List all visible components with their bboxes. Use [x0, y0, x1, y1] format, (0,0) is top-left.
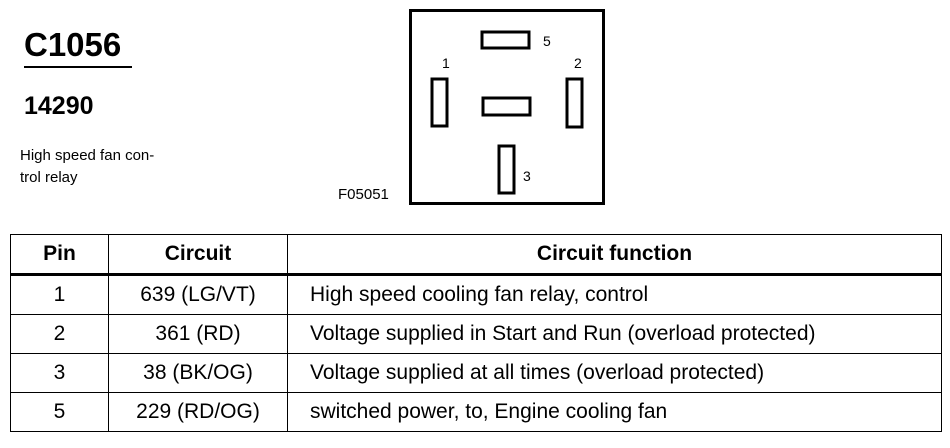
connector-description: High speed fan con- trol relay: [20, 145, 195, 189]
header-circuit: Circuit: [108, 234, 288, 276]
connector-id: C1056: [24, 26, 132, 68]
table-row: 3 38 (BK/OG) Voltage supplied at all tim…: [10, 353, 942, 393]
header-circuit-function: Circuit function: [287, 234, 942, 276]
pin-1-label: 1: [442, 55, 450, 71]
circuit-cell: 639 (LG/VT): [108, 274, 288, 315]
description-text: High speed fan con- trol relay: [20, 147, 155, 186]
part-number: 14290: [24, 92, 94, 120]
table-header-row: Pin Circuit Circuit function: [10, 234, 942, 276]
function-cell: Voltage supplied at all times (overload …: [287, 353, 942, 393]
pin-cell: 5: [10, 392, 109, 432]
connector-face-diagram: 5 1 2 3: [409, 9, 605, 205]
circuit-cell: 38 (BK/OG): [108, 353, 288, 393]
table-row: 2 361 (RD) Voltage supplied in Start and…: [10, 314, 942, 354]
table-row: 5 229 (RD/OG) switched power, to, Engine…: [10, 392, 942, 432]
pin-2-label: 2: [574, 55, 582, 71]
pin-2-terminal: [565, 77, 584, 129]
pin-3-label: 3: [523, 168, 531, 184]
pin-3-terminal: [497, 144, 516, 195]
header-pin: Pin: [10, 234, 109, 276]
pin-cell: 3: [10, 353, 109, 393]
center-terminal: [481, 96, 532, 117]
pin-table: Pin Circuit Circuit function 1 639 (LG/V…: [10, 234, 942, 432]
function-cell: Voltage supplied in Start and Run (overl…: [287, 314, 942, 354]
connector-outline: [409, 9, 605, 205]
pin-cell: 1: [10, 274, 109, 315]
table-row: 1 639 (LG/VT) High speed cooling fan rel…: [10, 274, 942, 315]
function-cell: switched power, to, Engine cooling fan: [287, 392, 942, 432]
pin-cell: 2: [10, 314, 109, 354]
circuit-cell: 229 (RD/OG): [108, 392, 288, 432]
figure-id: F05051: [338, 186, 389, 203]
circuit-cell: 361 (RD): [108, 314, 288, 354]
pin-5-label: 5: [543, 33, 551, 49]
pin-5-terminal: [480, 30, 531, 50]
function-cell: High speed cooling fan relay, control: [287, 274, 942, 315]
pin-1-terminal: [430, 77, 449, 128]
